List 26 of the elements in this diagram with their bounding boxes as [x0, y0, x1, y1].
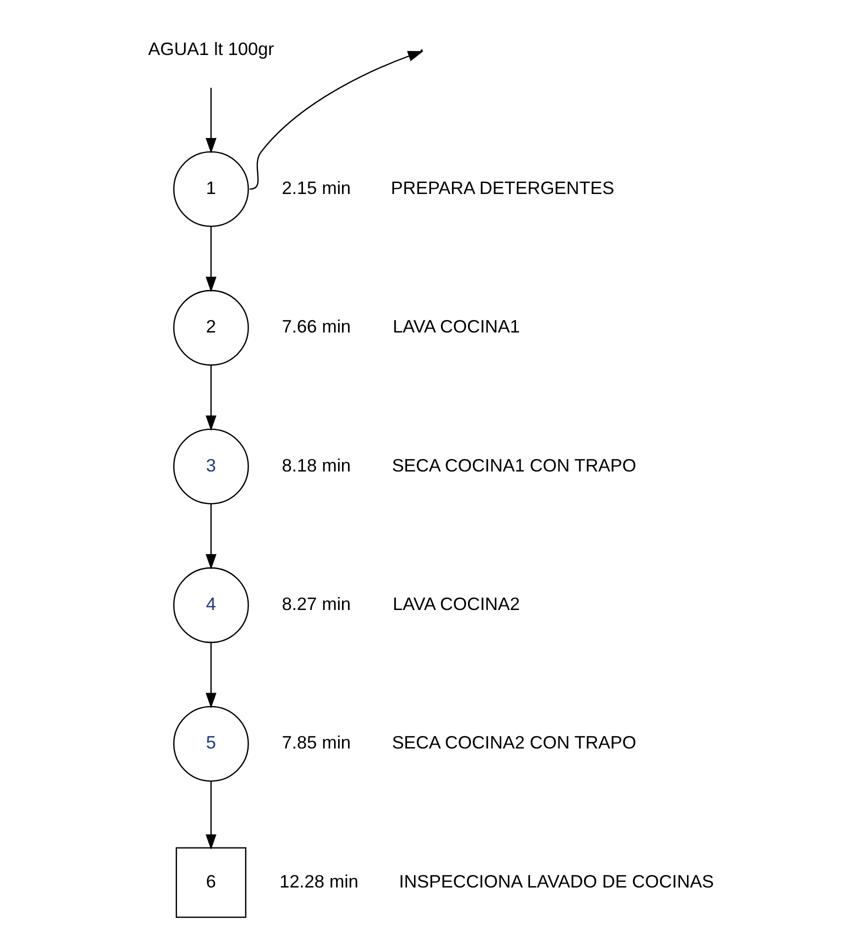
- arrow: [206, 226, 216, 292]
- node-circle: 3: [173, 428, 249, 504]
- node-label: 8.27 min: [282, 594, 351, 614]
- arrow: [206, 642, 216, 708]
- node-label: 7.85 min: [282, 732, 351, 753]
- arrow: [206, 365, 216, 431]
- node-label: SECA COCINA2 CON TRAPO: [392, 732, 636, 753]
- node-text: AGUA1 lt 100gr: [148, 39, 274, 60]
- node-label: SECA COCINA1 CON TRAPO: [392, 455, 636, 476]
- node-label: 8.18 min: [282, 455, 351, 476]
- arrow: [206, 88, 216, 154]
- node-label: 7.66 min: [282, 316, 351, 337]
- node-label: LAVA COCINA1: [392, 316, 520, 337]
- node-label: 2.15 min: [282, 178, 351, 198]
- node-box: 6: [176, 847, 246, 918]
- node-circle: 4: [173, 567, 249, 644]
- node-circle: 2: [173, 290, 249, 366]
- node-circle: 5: [173, 706, 249, 782]
- node-label: PREPARA DETERGENTES: [390, 178, 614, 198]
- arrow: [250, 51, 424, 190]
- node-circle: 1: [173, 151, 249, 227]
- node-label: 12.28 min: [279, 871, 358, 892]
- arrow: [206, 504, 216, 570]
- arrow: [206, 781, 216, 850]
- node-label: INSPECCIONA LAVADO DE COCINAS: [399, 871, 714, 892]
- node-label: LAVA COCINA2: [392, 594, 520, 614]
